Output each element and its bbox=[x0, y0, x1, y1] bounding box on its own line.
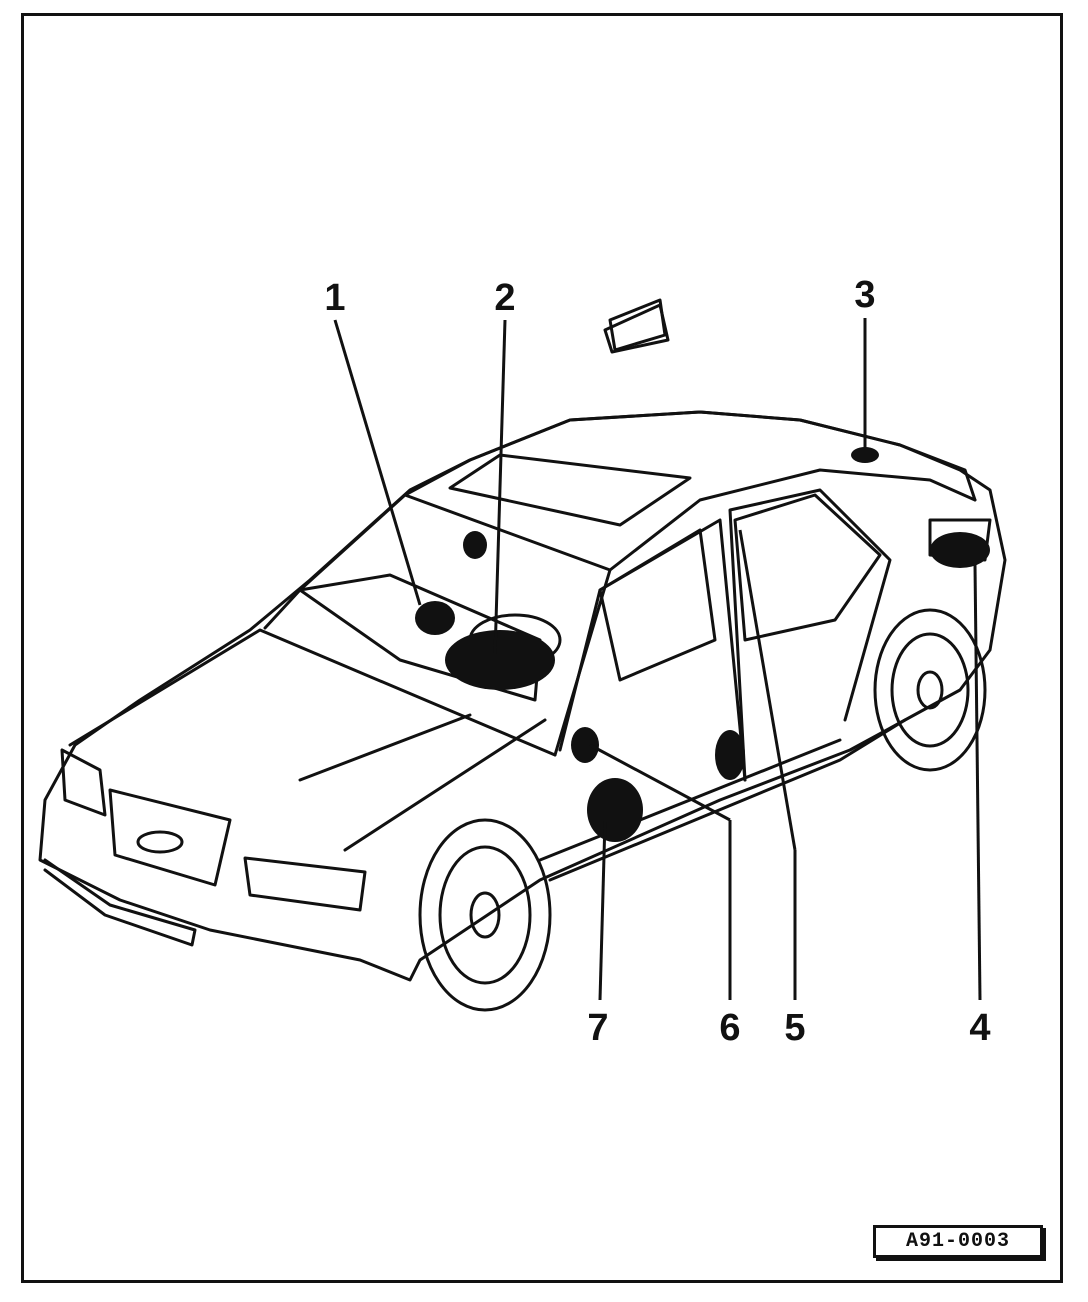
headlight-left bbox=[60, 748, 107, 817]
front-wheel-rim bbox=[438, 845, 532, 985]
leader-line-2 bbox=[493, 319, 507, 656]
roof-line bbox=[403, 410, 977, 502]
door-mirror bbox=[603, 303, 670, 354]
leader-line-7 bbox=[598, 819, 607, 1001]
component-6 bbox=[571, 727, 599, 763]
roof-rear-line bbox=[608, 468, 977, 572]
leader-line-1 bbox=[333, 319, 422, 606]
component-1 bbox=[415, 601, 455, 635]
headlight-right bbox=[243, 856, 367, 912]
sunroof bbox=[448, 453, 692, 527]
front-bumper bbox=[43, 858, 197, 947]
rear-wheel-hub bbox=[916, 670, 944, 710]
leader-line-5b bbox=[738, 529, 797, 851]
component-4 bbox=[930, 532, 990, 568]
badge bbox=[136, 830, 184, 854]
grille bbox=[108, 788, 232, 887]
rear-wheel-rim bbox=[890, 632, 970, 748]
leader-line-6b bbox=[589, 743, 731, 822]
diagram-frame bbox=[21, 13, 1063, 1283]
front-wheel-hub bbox=[469, 891, 501, 939]
callout-3: 3 bbox=[854, 274, 875, 316]
rear-wheel bbox=[873, 608, 987, 772]
rear-trunk bbox=[928, 518, 992, 562]
callout-4: 4 bbox=[969, 1007, 990, 1049]
callout-6: 6 bbox=[719, 1007, 740, 1049]
hood-crease-2 bbox=[343, 718, 547, 852]
figure-code-label: A91-0003 bbox=[873, 1225, 1043, 1258]
side-window-rear bbox=[733, 493, 882, 642]
callout-7: 7 bbox=[587, 1007, 608, 1049]
hood-crease bbox=[298, 713, 472, 782]
component-5 bbox=[715, 730, 745, 780]
leader-line-4 bbox=[973, 564, 982, 1001]
callout-5: 5 bbox=[784, 1007, 805, 1049]
callout-1: 1 bbox=[324, 277, 345, 319]
component-3 bbox=[851, 447, 879, 463]
component-2 bbox=[445, 630, 555, 690]
component-sensor-windshield bbox=[463, 531, 487, 559]
component-7 bbox=[587, 778, 643, 842]
callout-2: 2 bbox=[494, 277, 515, 319]
side-window-front bbox=[598, 528, 717, 682]
rear-door bbox=[728, 488, 892, 782]
front-wheel bbox=[418, 818, 552, 1012]
hood-line bbox=[68, 628, 557, 757]
mirror bbox=[608, 298, 667, 352]
